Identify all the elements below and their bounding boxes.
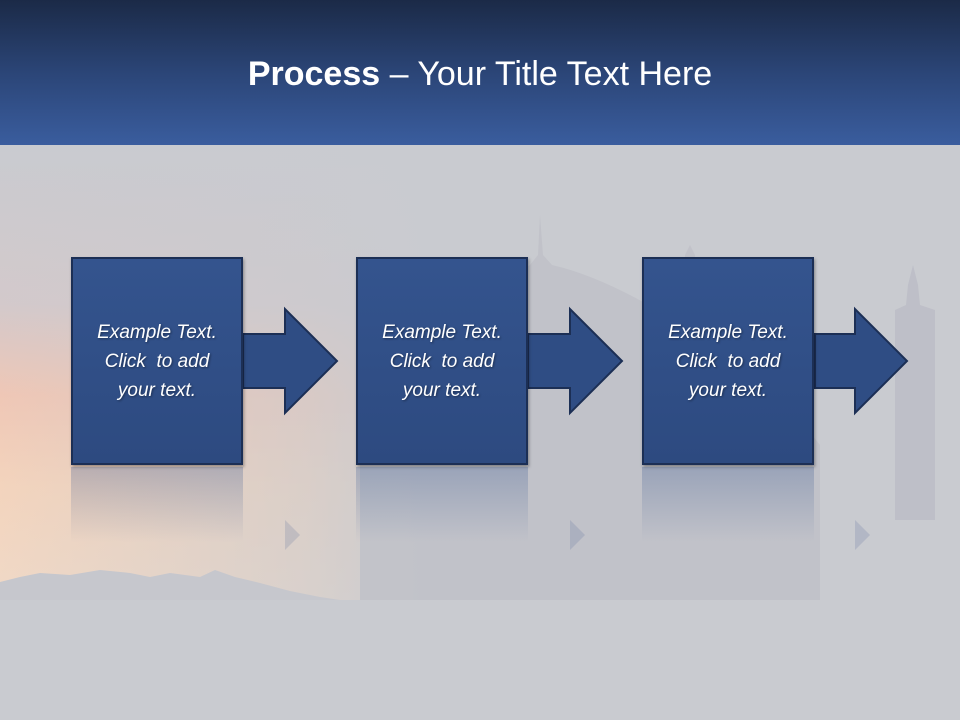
process-step-2[interactable]: Example Text. Click to add your text. [356,257,528,465]
step-3-reflection [642,467,814,542]
step-3-line-3: your text. [688,379,768,401]
ground-fog [0,600,960,720]
arrow-2-reflection [570,520,585,550]
step-2-text[interactable]: Example Text. Click to add your text. [362,318,522,405]
title-bold-part: Process [247,55,381,93]
arrow-3-reflection [855,520,870,550]
step-2-line-3: your text. [402,379,482,401]
arrow-1-reflection [285,520,300,550]
step-1-reflection [71,467,243,542]
process-step-1[interactable]: Example Text. Click to add your text. [71,257,243,465]
minaret-right-silhouette [895,265,935,520]
step-2-line-2: Click to add [389,350,495,372]
arrow-3 [814,306,909,416]
step-3-line-2: Click to add [675,350,781,372]
arrow-1 [242,306,339,416]
step-1-text[interactable]: Example Text. Click to add your text. [77,318,237,405]
step-3-line-1: Example Text. [668,321,788,343]
step-1-line-2: Click to add [104,350,210,372]
title-banner [0,0,960,145]
arrow-2 [527,306,624,416]
process-step-3[interactable]: Example Text. Click to add your text. [642,257,814,465]
step-3-text[interactable]: Example Text. Click to add your text. [648,318,808,405]
step-2-line-1: Example Text. [382,321,502,343]
slide-title[interactable]: Process – Your Title Text Here [0,52,960,96]
step-1-line-1: Example Text. [97,321,217,343]
title-rest-part: – Your Title Text Here [380,55,713,93]
step-2-reflection [356,467,528,542]
step-1-line-3: your text. [117,379,197,401]
